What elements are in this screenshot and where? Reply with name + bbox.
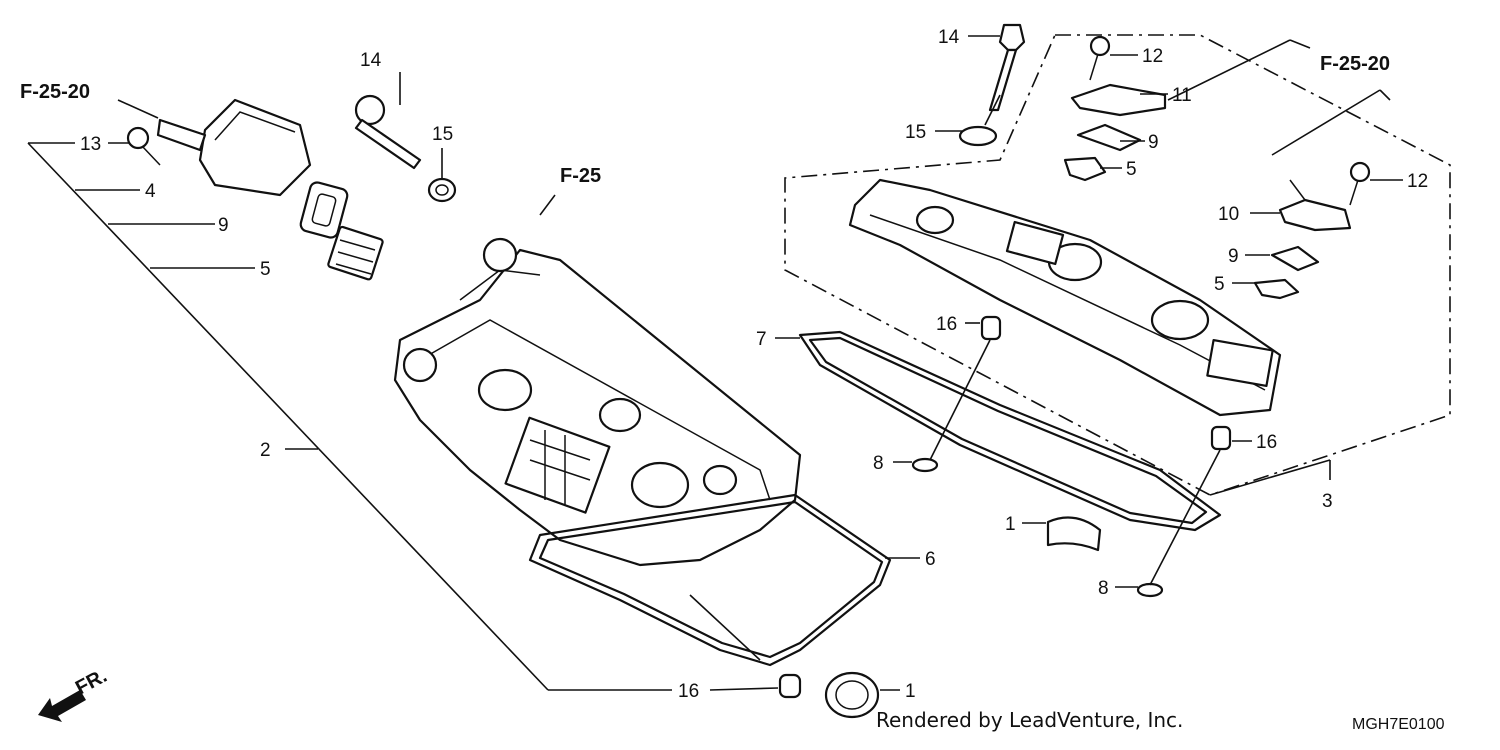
cover-gasket-right: [798, 330, 1222, 532]
callout-9-right: 9: [1228, 246, 1239, 267]
washer-15-left: [427, 177, 457, 203]
right-assembly-dashed-outline: [784, 34, 1451, 496]
callout-5-left: 5: [260, 259, 271, 280]
callout-9-left: 9: [218, 215, 229, 236]
gasket-9-top: [1076, 123, 1142, 152]
left-leaders: [108, 72, 920, 691]
callout-14-left: 14: [360, 50, 382, 71]
callout-4: 4: [145, 181, 156, 202]
callout-5-top: 5: [1126, 159, 1137, 180]
callout-10: 10: [1218, 204, 1239, 225]
callout-16-bottom: 16: [678, 681, 699, 702]
dowel-16-bottom: [778, 673, 802, 699]
left-assembly-bracket: [27, 142, 672, 691]
callout-13: 13: [80, 134, 101, 155]
callout-11: 11: [1172, 85, 1192, 106]
credit-text: Rendered by LeadVenture, Inc.: [876, 708, 1184, 732]
callout-12-right: 12: [1407, 171, 1428, 192]
cover-gasket-left: [528, 493, 892, 667]
bolt-13: [126, 126, 161, 166]
callout-2: 2: [260, 440, 271, 461]
pipe-10: [1278, 179, 1352, 232]
callout-8-left: 8: [873, 453, 884, 474]
callout-3: 3: [1322, 491, 1333, 512]
callout-14-right: 14: [938, 27, 960, 48]
callout-15-left: 15: [432, 124, 453, 145]
callout-15-right: 15: [905, 122, 926, 143]
gasket-9-right: [1270, 245, 1320, 272]
callout-6: 6: [925, 549, 936, 570]
callout-16-right: 16: [1256, 432, 1277, 453]
callout-1-mid: 1: [1005, 514, 1016, 535]
dowel-16-mid: [980, 315, 1002, 341]
diagram-code: MGH7E0100: [1352, 716, 1445, 733]
bolt-12-top: [1089, 35, 1111, 81]
bolt-14-left: [354, 94, 422, 170]
ref-f-25[interactable]: F-25: [560, 165, 601, 187]
callout-8-bottom: 8: [1098, 578, 1109, 599]
gasket-9-left: [299, 181, 349, 239]
callout-12-top: 12: [1142, 46, 1163, 67]
ref-f-25-20-right[interactable]: F-25-20: [1320, 53, 1390, 75]
plug-8-bottom: [1136, 582, 1164, 598]
ref-f-25-20-left[interactable]: F-25-20: [20, 81, 90, 103]
seal-1-mid: [1046, 516, 1102, 552]
bolt-12-right: [1349, 161, 1371, 206]
pipe-11: [1070, 83, 1167, 117]
filter-5-right: [1253, 278, 1300, 300]
callout-7: 7: [756, 329, 767, 350]
dowel-16-right: [1210, 425, 1232, 451]
front-direction-arrow-icon: [38, 690, 86, 722]
bolt-14-right: [988, 23, 1026, 112]
cylinder-head-cover-right: [848, 178, 1282, 417]
callout-9-top: 9: [1148, 132, 1159, 153]
plug-8-left: [911, 457, 939, 473]
callout-5-right: 5: [1214, 274, 1225, 295]
washer-15-right: [958, 125, 998, 147]
callout-16-mid: 16: [936, 314, 957, 335]
cylinder-head-cover-left: [393, 237, 802, 567]
breather-housing-4: [156, 98, 312, 197]
right-leaders: [775, 35, 1403, 588]
callout-1-bottom: 1: [905, 681, 916, 702]
filter-5-left: [327, 225, 384, 281]
seal-1-bottom: [824, 671, 880, 719]
filter-5-top: [1063, 156, 1107, 182]
